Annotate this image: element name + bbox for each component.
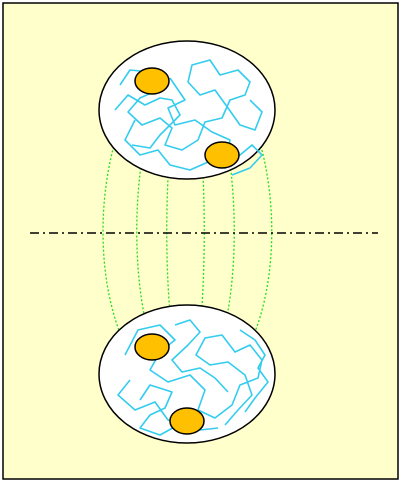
centrosome-icon [169, 407, 205, 435]
centrosome-icon [134, 67, 170, 95]
nucleus-top [98, 40, 276, 180]
tangled-chromatin-icon [117, 319, 269, 436]
nucleus-top-envelope [98, 40, 276, 180]
centrosome-icon [134, 333, 170, 361]
nucleus-bottom [98, 304, 276, 444]
centrosome-icon [204, 141, 240, 169]
